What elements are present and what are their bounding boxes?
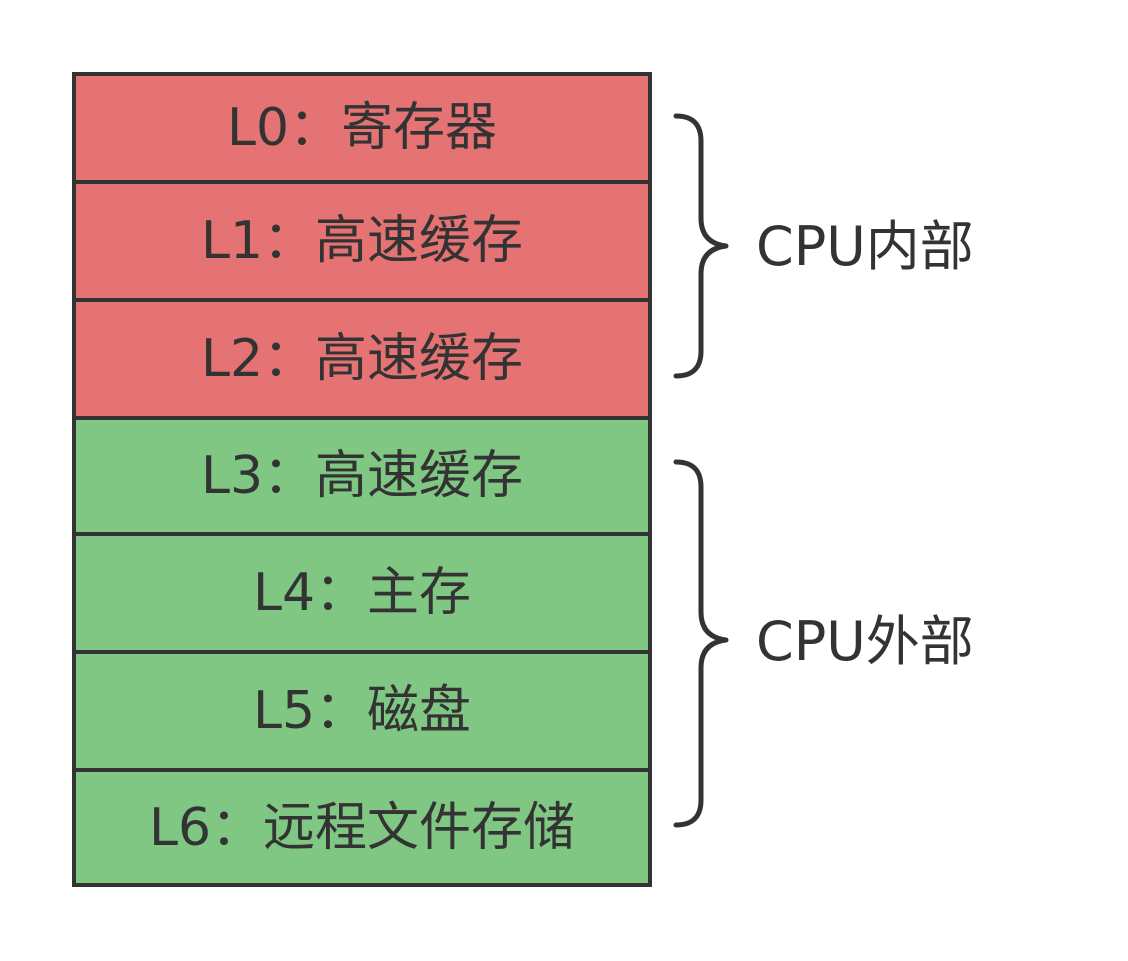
- level-l5-disk: L5：磁盘: [76, 654, 648, 768]
- level-l3-cache: L3：高速缓存: [76, 420, 648, 532]
- level-divider: [76, 298, 648, 302]
- level-divider: [76, 768, 648, 772]
- level-l4-main-memory: L4：主存: [76, 536, 648, 650]
- level-l6-remote-storage: L6：远程文件存储: [76, 772, 648, 883]
- cpu-outside-brace: [673, 459, 729, 828]
- level-l0-registers: L0：寄存器: [76, 76, 648, 180]
- cpu-outside-label: CPU外部: [756, 610, 974, 673]
- level-divider: [76, 180, 648, 184]
- level-l1-cache: L1：高速缓存: [76, 184, 648, 298]
- cpu-inside-brace: [673, 113, 729, 379]
- level-divider: [76, 416, 648, 420]
- level-divider: [76, 532, 648, 536]
- memory-hierarchy-stack: L0：寄存器 L1：高速缓存 L2：高速缓存 L3：高速缓存 L4：主存 L5：…: [72, 72, 652, 887]
- level-divider: [76, 650, 648, 654]
- cpu-inside-label: CPU内部: [756, 215, 974, 278]
- level-l2-cache: L2：高速缓存: [76, 302, 648, 416]
